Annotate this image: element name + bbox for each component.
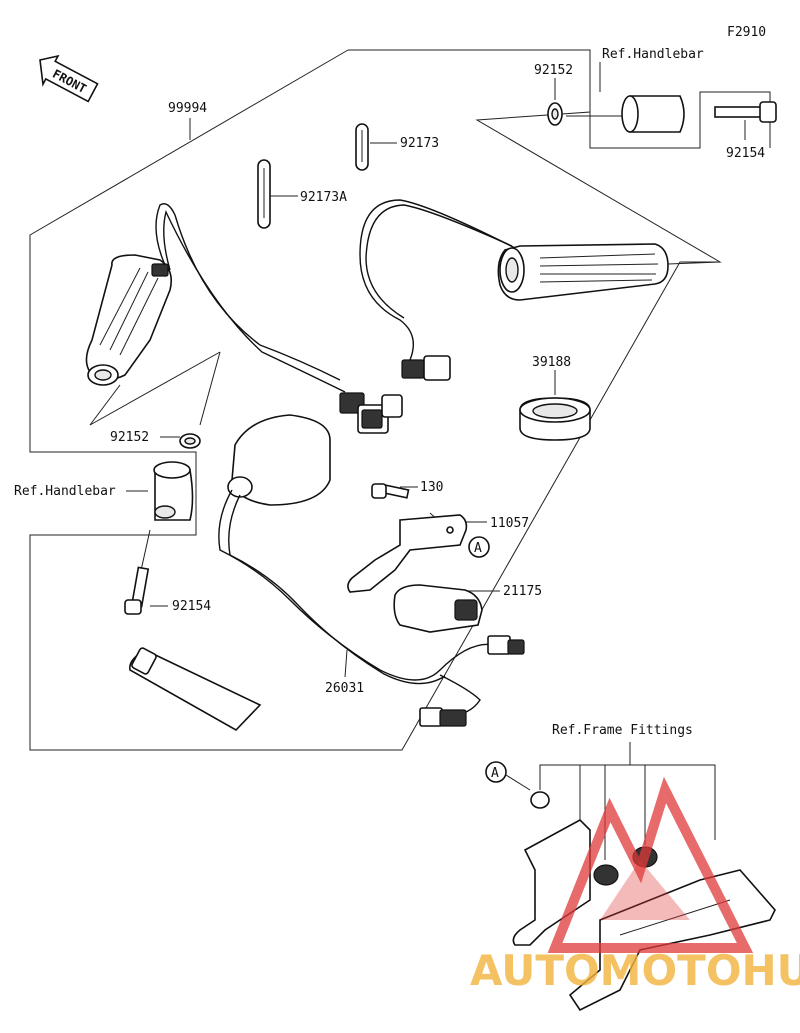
label-bolt-left: 92154 xyxy=(172,599,211,614)
cable-tie-92173a xyxy=(257,159,271,229)
watermark-logo xyxy=(547,776,754,953)
label-clamp-a: 92173A xyxy=(300,190,347,205)
label-ref-handlebar-left: Ref.Handlebar xyxy=(14,484,116,499)
kit-outline xyxy=(29,49,722,751)
figure-code: F2910 xyxy=(727,25,766,40)
label-seal: 39188 xyxy=(532,355,571,370)
label-kit: 99994 xyxy=(168,101,207,116)
cable-tie-92173 xyxy=(355,123,369,171)
label-controller: 21175 xyxy=(503,584,542,599)
controller-21175 xyxy=(393,584,483,633)
svg-text:A: A xyxy=(474,541,482,556)
marker-a-upper: A xyxy=(468,536,490,558)
seal-39188 xyxy=(519,397,591,441)
bracket-11057 xyxy=(347,514,468,593)
marker-a-lower: A xyxy=(485,761,507,783)
connector-harness-1 xyxy=(487,635,525,655)
label-cap-left: 92152 xyxy=(110,430,149,445)
ref-frame-bracket xyxy=(539,764,716,840)
connector-right-grip xyxy=(401,355,451,381)
bolt-92154-left xyxy=(124,566,150,615)
grease-tube xyxy=(128,647,262,732)
watermark-text: AUTOMOTOHUB xyxy=(470,946,800,995)
label-harness: 26031 xyxy=(325,681,364,696)
connector-left-grip xyxy=(339,392,403,434)
label-bolt-130: 130 xyxy=(420,480,443,495)
connector-harness-2 xyxy=(419,707,467,727)
left-grip-heater xyxy=(85,254,173,386)
right-grip-heater xyxy=(497,243,721,301)
label-ref-handlebar-top: Ref.Handlebar xyxy=(602,47,704,62)
label-clamp: 92173 xyxy=(400,136,439,151)
bolt-130 xyxy=(371,483,410,499)
label-ref-frame: Ref.Frame Fittings xyxy=(552,723,693,738)
bar-end-weight-left xyxy=(153,461,194,521)
switch-housing xyxy=(227,414,331,506)
cap-92152-top xyxy=(547,102,563,126)
bolt-92154-top xyxy=(714,101,777,123)
label-bracket: 11057 xyxy=(490,516,529,531)
front-arrow-icon: FRONT xyxy=(39,54,99,103)
svg-text:A: A xyxy=(491,766,499,781)
label-cap-top: 92152 xyxy=(534,63,573,78)
cap-92152-left xyxy=(179,433,201,449)
label-bolt-top: 92154 xyxy=(726,146,765,161)
bar-end-weight-top xyxy=(621,95,685,133)
